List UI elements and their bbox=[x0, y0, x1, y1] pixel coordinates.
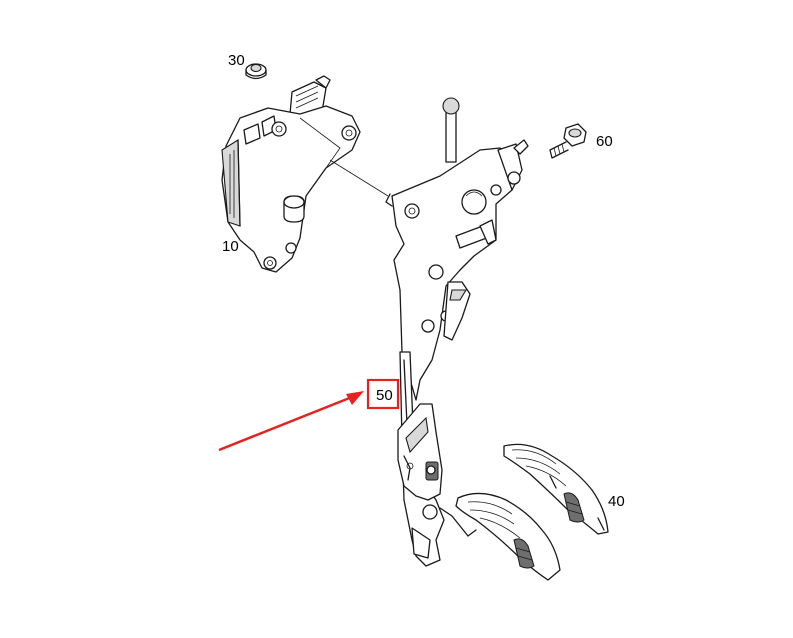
callout-50: 50 bbox=[376, 387, 393, 404]
part-10-sensor-module bbox=[221, 75, 361, 273]
part-60-bolt bbox=[549, 123, 587, 159]
pedal-pad-attached bbox=[439, 492, 561, 581]
highlight-arrow bbox=[218, 391, 364, 452]
callout-40: 40 bbox=[608, 493, 625, 510]
callout-30: 30 bbox=[228, 52, 245, 69]
part-40-pedal-pad bbox=[503, 443, 609, 535]
part-50-pedal-bracket bbox=[385, 97, 529, 567]
assembly-leader-line bbox=[329, 159, 389, 197]
part-30-nut bbox=[245, 63, 267, 80]
callout-10: 10 bbox=[222, 238, 239, 255]
callout-60: 60 bbox=[596, 133, 613, 150]
highlight-box bbox=[366, 378, 400, 410]
